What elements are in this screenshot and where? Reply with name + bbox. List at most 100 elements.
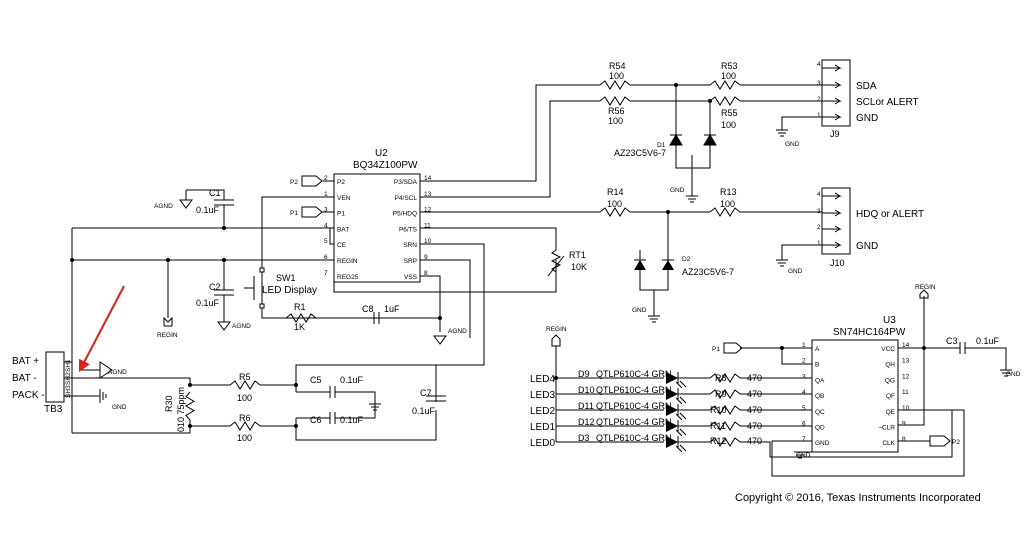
pin-name: QB — [815, 393, 824, 400]
svg-text:R8: R8 — [715, 373, 727, 383]
svg-text:GND: GND — [632, 307, 647, 314]
r5-ref: R5 — [239, 372, 251, 382]
u3-shift-register-ic: U3 SN74HC164PW A1B2QA3QB4QC5QD6GND7VCC14… — [802, 315, 910, 453]
red-annotation-arrow — [78, 285, 125, 373]
junction-dots — [70, 83, 926, 428]
svg-text:REGIN: REGIN — [157, 332, 178, 339]
r1-ref: R1 — [294, 302, 306, 312]
pin-number: 3 — [324, 207, 328, 214]
led-ref: D3 — [578, 433, 590, 443]
pin-name: VCC — [881, 346, 895, 353]
pin-number: 11 — [902, 389, 909, 396]
u2-fuel-gauge-ic: U2 BQ34Z100PW P22VEN1P13BAT4CE5REGIN6REG… — [324, 148, 432, 283]
svg-text:AGND: AGND — [448, 328, 467, 335]
svg-text:P2: P2 — [290, 179, 298, 186]
j9-sda-label: SDA — [856, 81, 877, 92]
svg-text:R9: R9 — [715, 389, 727, 399]
pin-name: SRN — [403, 242, 417, 249]
pin-number: 5 — [802, 405, 806, 412]
j10-ref: J10 — [830, 258, 845, 268]
led-part: QTLP610C-4 GRN — [596, 385, 672, 395]
resistor-symbol — [599, 80, 631, 90]
r53-ref: R53 — [721, 61, 738, 71]
tb3-ref: TB3 — [44, 404, 63, 415]
resistor-symbol — [709, 421, 741, 431]
led-part: QTLP610C-4 GRN — [596, 433, 672, 443]
svg-text:C2: C2 — [209, 282, 221, 292]
resistor-symbol — [709, 373, 741, 383]
led-net-label: LED4 — [530, 374, 555, 385]
pin-name: QG — [885, 377, 895, 384]
bat-plus-label: BAT + — [12, 356, 39, 367]
svg-text:AGND: AGND — [108, 369, 127, 376]
svg-text:100: 100 — [607, 199, 622, 209]
pin-name: REG25 — [337, 274, 359, 281]
pin-name: B — [815, 362, 819, 369]
resistor-shapes — [185, 80, 741, 447]
svg-text:D1: D1 — [657, 142, 666, 149]
led-symbol — [666, 372, 678, 384]
r55-ref: R55 — [721, 108, 738, 118]
led-symbol — [666, 436, 678, 448]
pin-name: QA — [815, 377, 825, 384]
pin-number: 7 — [324, 270, 328, 277]
resistor-symbol — [185, 391, 195, 421]
pin-name: P4/SCL — [395, 195, 418, 202]
pin-name: ~CLR — [878, 425, 895, 432]
led-net-label: LED2 — [530, 406, 555, 417]
pin-name: P5/HDQ — [393, 211, 417, 218]
resistor-symbol — [285, 313, 317, 323]
pin-number: 12 — [902, 373, 910, 380]
led-display-switch[interactable]: SW1 LED Display — [244, 267, 317, 309]
pin-number: 14 — [902, 342, 910, 349]
pin-number: 1 — [802, 342, 806, 349]
pin-number: 11 — [424, 222, 431, 229]
svg-text:470: 470 — [747, 436, 762, 446]
svg-text:D2: D2 — [682, 256, 691, 263]
svg-text:010 75ppm: 010 75ppm — [176, 387, 186, 432]
pin-number: 4 — [324, 222, 328, 229]
r13-ref: R13 — [720, 187, 737, 197]
pin-number: 10 — [424, 238, 432, 245]
pin-number: 4 — [802, 389, 806, 396]
pin-name: QC — [815, 409, 825, 416]
svg-text:SH1: SH1 — [65, 359, 72, 372]
pin-number: 10 — [902, 405, 910, 412]
pin-name: P1 — [337, 211, 345, 218]
svg-text:0.1uF: 0.1uF — [340, 415, 364, 425]
pin-number: 1 — [324, 191, 328, 198]
pin-name: P6/TS — [399, 226, 418, 233]
pin-number: 13 — [424, 191, 432, 198]
j10-gnd-label: GND — [856, 241, 878, 252]
svg-text:100: 100 — [721, 120, 736, 130]
pin-number: 8 — [424, 270, 428, 277]
u2-part: BQ34Z100PW — [353, 160, 418, 171]
svg-text:GND: GND — [670, 187, 685, 194]
svg-text:SH3: SH3 — [65, 385, 72, 398]
tb3-terminal-block: BAT + BAT - PACK - TB3 SH1 SH2 SH3 — [12, 351, 72, 415]
led-symbol — [666, 420, 678, 432]
led-part: QTLP610C-4 GRN — [596, 369, 672, 379]
svg-text:1: 1 — [817, 240, 821, 247]
r30-ref: R30 — [164, 395, 174, 412]
pin-number: 12 — [424, 207, 432, 214]
svg-text:C8: C8 — [362, 304, 374, 314]
pin-number: 14 — [424, 175, 432, 182]
svg-text:C3: C3 — [946, 336, 958, 346]
resistor-symbol — [709, 437, 741, 447]
svg-text:C7: C7 — [420, 388, 432, 398]
svg-text:1K: 1K — [294, 322, 305, 332]
pin-number: 13 — [902, 358, 910, 365]
resistor-symbol — [599, 207, 631, 217]
pin-name: QE — [886, 409, 896, 416]
svg-text:REGIN: REGIN — [546, 326, 567, 333]
svg-text:0.1uF: 0.1uF — [976, 336, 1000, 346]
svg-text:GND: GND — [1006, 371, 1021, 378]
svg-text:100: 100 — [609, 71, 624, 81]
